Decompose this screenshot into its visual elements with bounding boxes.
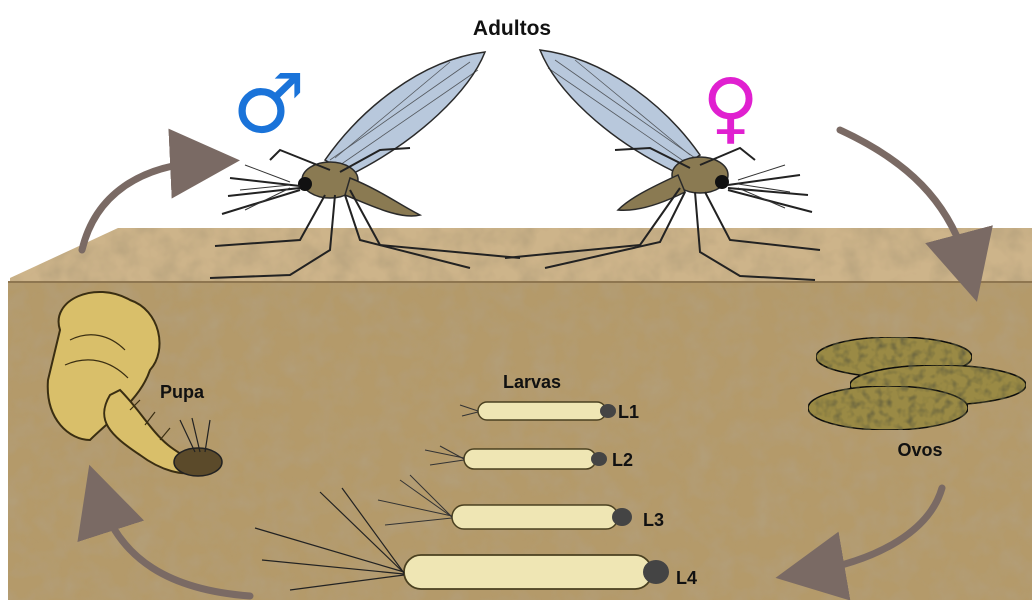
l2-label: L2 (612, 450, 633, 470)
female-eye (715, 175, 729, 189)
l4-label: L4 (676, 568, 697, 588)
male-abdomen (345, 178, 420, 216)
eggs-label: Ovos (897, 440, 942, 460)
larva-l1 (460, 402, 616, 420)
pupa-tail (174, 448, 222, 476)
l3-label: L3 (643, 510, 664, 530)
female-symbol: ♀ (702, 63, 759, 153)
male-symbol: ♂ (232, 57, 306, 152)
pupa-label: Pupa (160, 382, 205, 402)
adults-label: Adultos (473, 17, 551, 40)
egg (808, 386, 968, 430)
l1-label: L1 (618, 402, 639, 422)
female-wing (540, 50, 700, 172)
female-abdomen (618, 175, 685, 210)
larvae-label: Larvas (503, 372, 561, 392)
soil-top-surface (10, 228, 1032, 282)
male-wing (325, 52, 485, 175)
